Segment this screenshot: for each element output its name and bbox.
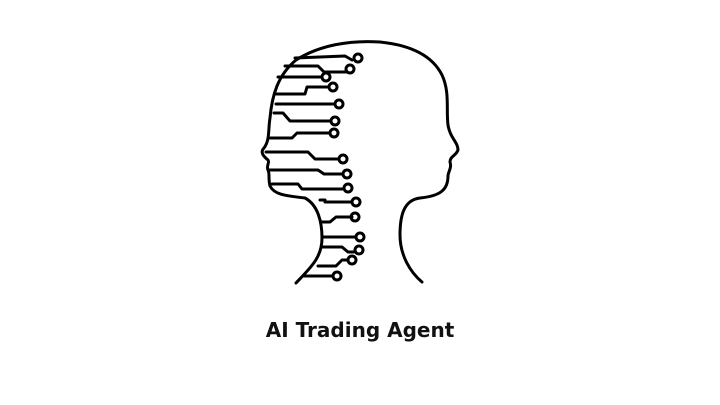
caption-title: AI Trading Agent: [265, 318, 455, 342]
